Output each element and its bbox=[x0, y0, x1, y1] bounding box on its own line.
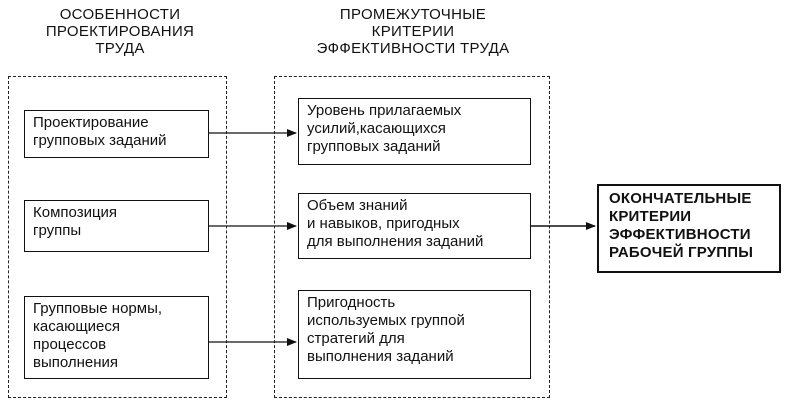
middle-group-frame bbox=[274, 76, 550, 398]
left-group-frame bbox=[8, 76, 227, 398]
box-group-norms: Групповые нормы, касающиеся процессов вы… bbox=[24, 296, 209, 379]
box-final-effectiveness-criteria: ОКОНЧАТЕЛЬНЫЕ КРИТЕРИИ ЭФФЕКТИВНОСТИ РАБ… bbox=[597, 184, 781, 273]
box-strategy-appropriateness: Пригодность используемых группой стратег… bbox=[298, 290, 531, 379]
box-group-task-design: Проектирование групповых заданий bbox=[24, 110, 209, 158]
box-knowledge-skills: Объем знаний и навыков, пригодных для вы… bbox=[298, 193, 531, 259]
heading-intermediate-criteria: ПРОМЕЖУТОЧНЫЕ КРИТЕРИИ ЭФФЕКТИВНОСТИ ТРУ… bbox=[316, 6, 510, 57]
box-group-composition: Композиция группы bbox=[24, 200, 209, 252]
heading-design-features: ОСОБЕННОСТИ ПРОЕКТИРОВАНИЯ ТРУДА bbox=[45, 6, 195, 57]
box-effort-level: Уровень прилагаемых усилий,касающихся гр… bbox=[298, 98, 531, 165]
